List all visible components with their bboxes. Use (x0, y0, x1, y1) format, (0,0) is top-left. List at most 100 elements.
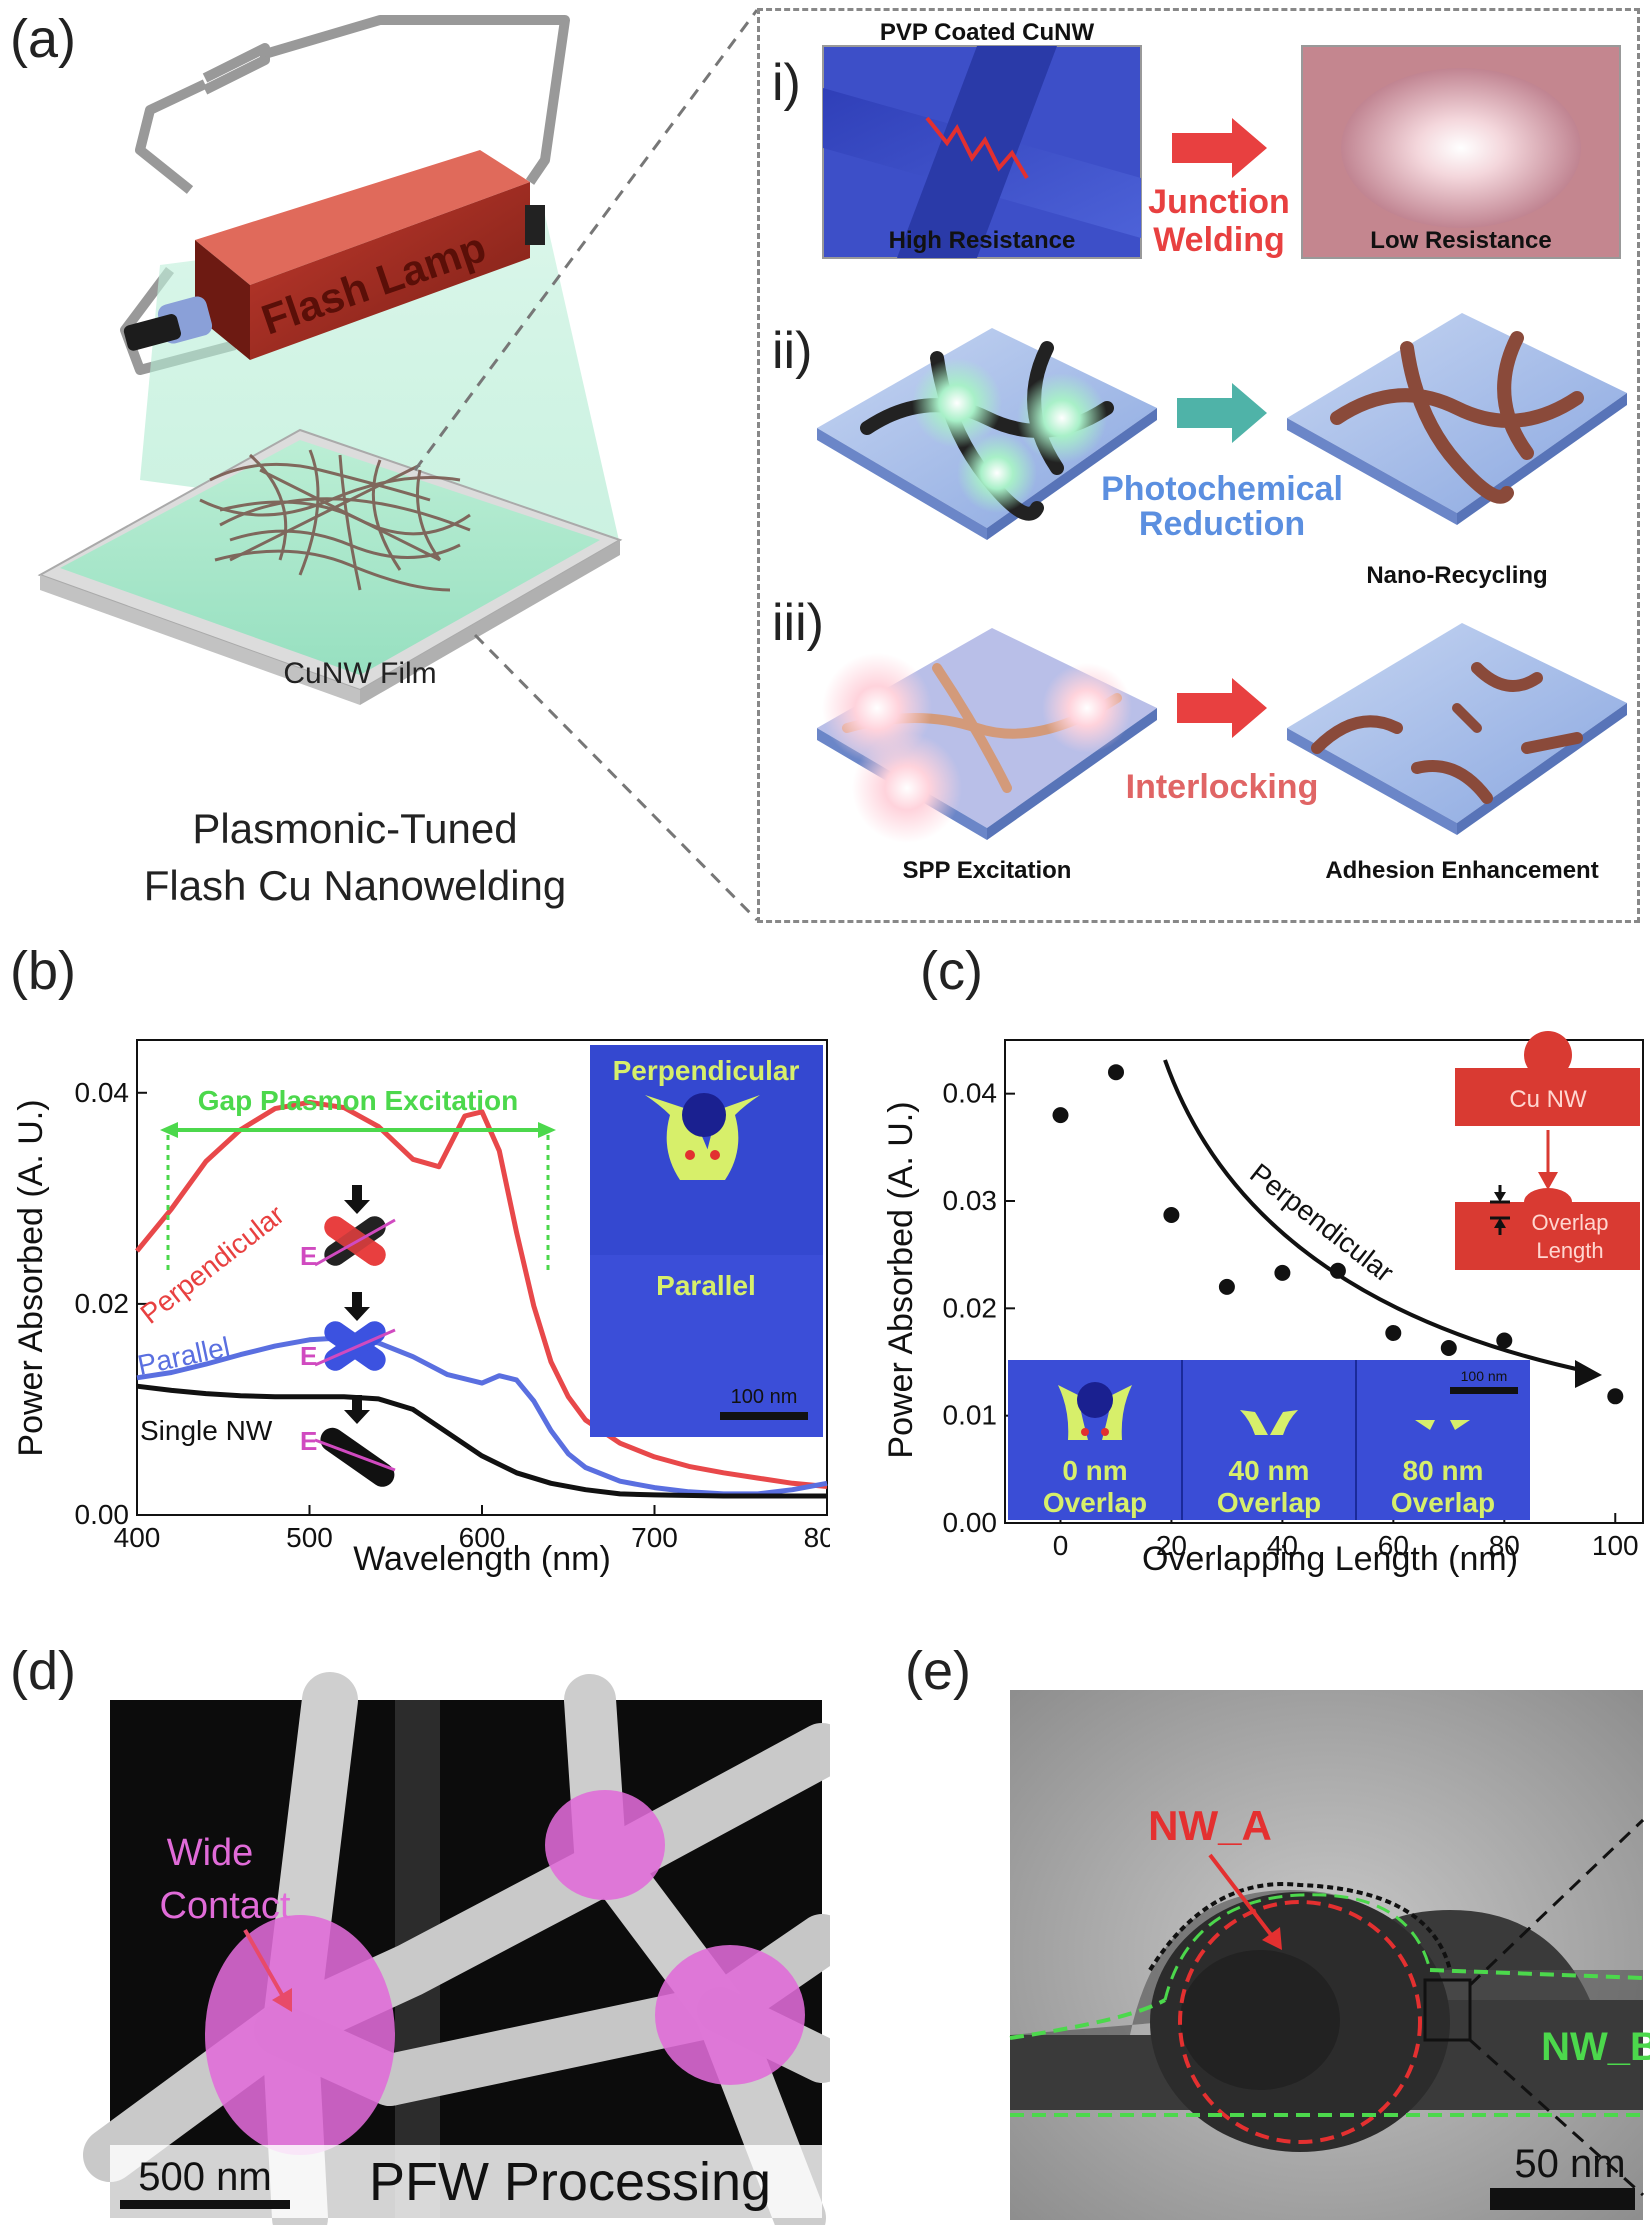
inset-0-label: Overlap (1043, 1487, 1147, 1518)
diagram-overlap-line2: Length (1536, 1238, 1603, 1263)
b-xlabel: Wavelength (nm) (353, 1540, 611, 1578)
step-iii-right-caption: Adhesion Enhancement (1325, 857, 1598, 884)
overlap-diagram: Cu NW Overlap Length (1455, 1031, 1640, 1270)
e-scale-label: 50 nm (1514, 2142, 1625, 2186)
panel-label-d: (d) (10, 1641, 76, 1701)
c-ytick-label: 0.00 (943, 1507, 998, 1538)
d-scale-label: 500 nm (138, 2155, 271, 2199)
c-xtick-label: 100 (1592, 1530, 1639, 1561)
c-scatter-point (1108, 1064, 1124, 1081)
sem-image-welded-network: Wide Contact 500 nm PFW Processing (83, 1672, 830, 2225)
step-ii-arrow-line2: Reduction (1139, 505, 1305, 543)
c-ytick-label: 0.03 (943, 1185, 998, 1216)
step-ii-numeral: ii) (772, 322, 812, 380)
c-xtick-label: 40 (1267, 1530, 1298, 1561)
c-scatter-point (1440, 1340, 1457, 1356)
step-iii-arrow (1177, 678, 1267, 738)
absorption-spectrum-chart: 400 500 600 700 800 0.00 0.02 0.04 Gap Plasmon … (12, 1039, 830, 1578)
nw-a-label: NW_A (1148, 1802, 1272, 1849)
panel-a-caption-line2: Flash Cu Nanowelding (144, 862, 567, 909)
adhesion-enhancement-image (1287, 623, 1627, 835)
step-i-left-caption: High Resistance (889, 227, 1076, 254)
series-label-single: Single NW (140, 1415, 273, 1446)
b-xtick-label: 400 (114, 1522, 161, 1553)
flash-lamp-illustration: Flash Lamp CuNW Film Plasmonic-Tuned Fla… (37, 9, 759, 922)
panel-label-e: (e) (905, 1641, 971, 1701)
step-ii-right-caption: Nano-Recycling (1366, 562, 1547, 589)
step-i-arrow-line2: Welding (1153, 221, 1285, 259)
wide-contact-line1: Wide (167, 1832, 254, 1874)
c-inset-scale: 100 nm (1461, 1368, 1508, 1384)
c-ytick-label: 0.01 (943, 1400, 998, 1431)
inset-scale-label: 100 nm (731, 1386, 798, 1408)
inset-2-label: Overlap (1391, 1487, 1495, 1518)
step-i-arrow (1172, 118, 1267, 178)
b-xtick-label: 800 (804, 1522, 830, 1553)
inset-2-value: 80 nm (1403, 1455, 1484, 1486)
c-ylabel: Power Absorbed (A. U.) (882, 1101, 920, 1458)
b-ytick-label: 0.04 (75, 1077, 130, 1108)
c-xtick-label: 60 (1378, 1530, 1409, 1561)
e-field-label-3: E (300, 1426, 317, 1456)
nw-b-label: NW_B (1541, 2025, 1650, 2069)
b-xtick-label: 700 (631, 1522, 678, 1553)
c-xtick-label: 0 (1053, 1530, 1069, 1561)
c-scatter-point (1329, 1262, 1346, 1279)
step-ii-arrow-line1: Photochemical (1101, 470, 1343, 508)
diagram-top-label: Cu NW (1509, 1086, 1587, 1113)
b-ylabel: Power Absorbed (A. U.) (12, 1099, 50, 1456)
wide-contact-line2: Contact (160, 1885, 291, 1927)
b-ytick-label: 0.02 (75, 1288, 130, 1319)
overlap-field-insets: 100 nm 0 nm Overlap 40 nm Overlap 80 nm … (1008, 1360, 1530, 1520)
cu-nanowire-mesh (199, 449, 471, 592)
panel-label-a: (a) (10, 9, 76, 69)
b-xtick-label: 600 (459, 1522, 506, 1553)
panel-label-c: (c) (920, 941, 983, 1001)
c-ytick-label: 0.02 (943, 1292, 998, 1323)
step-i-right-caption: Low Resistance (1370, 227, 1551, 254)
panel-a-caption-line1: Plasmonic-Tuned (192, 805, 517, 852)
lamp-body (123, 150, 545, 360)
tem-image-junction: NW_A NW_B 50 nm (1009, 1690, 1650, 2220)
diagram-overlap-line1: Overlap (1531, 1210, 1608, 1235)
field-inset: Perpendicular Parallel 100 nm (590, 1045, 823, 1437)
step-i-arrow-line1: Junction (1148, 183, 1290, 221)
step-i-numeral: i) (772, 54, 801, 112)
film-label: CuNW Film (283, 657, 436, 690)
inset-top-label: Perpendicular (613, 1055, 800, 1086)
mechanism-steps: i) PVP Coated CuNW High Resistance Junct… (772, 19, 1627, 884)
d-caption: PFW Processing (369, 2152, 771, 2212)
c-scatter-point (1218, 1278, 1235, 1295)
inset-1-label: Overlap (1217, 1487, 1321, 1518)
c-scatter-point (1274, 1264, 1291, 1281)
c-scatter-point (1163, 1207, 1180, 1223)
c-ytick-label: 0.04 (943, 1078, 998, 1109)
c-xtick-label: 20 (1156, 1530, 1187, 1561)
b-series-line-0 (135, 1099, 828, 1489)
b-ytick-label: 0.00 (75, 1499, 130, 1530)
step-ii-arrow (1177, 383, 1267, 443)
e-field-label-2: E (300, 1341, 317, 1371)
c-xlabel: Overlapping Length (nm) (1142, 1540, 1518, 1578)
c-xtick-label: 80 (1489, 1530, 1520, 1561)
welded-junction-image (1301, 45, 1621, 259)
b-series-line-2 (136, 1383, 827, 1499)
step-iii-numeral: iii) (772, 594, 824, 652)
e-field-label-1: E (300, 1241, 317, 1271)
inset-1-value: 40 nm (1229, 1455, 1310, 1486)
step-i-top-caption: PVP Coated CuNW (880, 19, 1095, 46)
b-xtick-label: 500 (286, 1522, 333, 1553)
photochemical-before-image (817, 328, 1157, 540)
c-scatter-point (1385, 1325, 1402, 1341)
panel-label-b: (b) (10, 941, 76, 1001)
gap-plasmon-label: Gap Plasmon Excitation (198, 1085, 519, 1116)
step-iii-left-caption: SPP Excitation (903, 857, 1072, 884)
step-iii-arrow-label: Interlocking (1126, 768, 1319, 806)
c-scatter-point (1052, 1107, 1069, 1124)
c-scatter-point (1607, 1388, 1624, 1405)
b-series-line-1 (136, 1335, 828, 1497)
pvp-coated-junction-image (822, 45, 1142, 259)
nano-recycling-image (1287, 313, 1627, 525)
c-scatter-point (1496, 1332, 1513, 1349)
